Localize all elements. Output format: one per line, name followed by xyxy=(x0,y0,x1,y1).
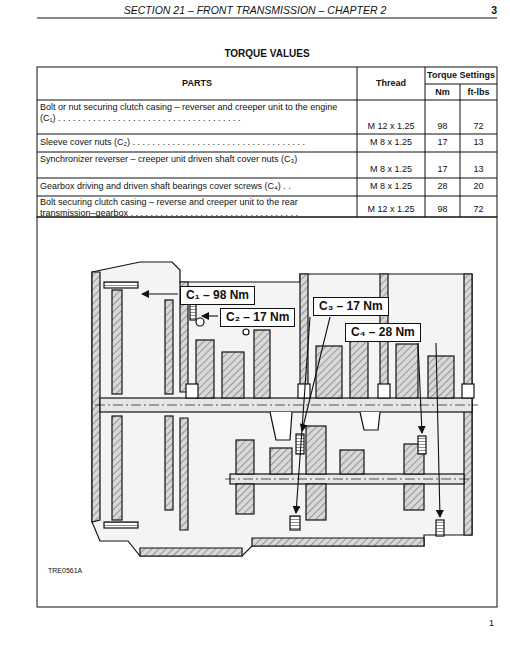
table-cell: Gearbox driving and driven shaft bearing… xyxy=(40,181,354,192)
callout-box: C₃ – 17 Nm xyxy=(313,297,389,316)
figure-frame xyxy=(37,217,497,607)
table-cell: M 8 x 1.25 xyxy=(357,164,425,175)
callout-box: C₂ – 17 Nm xyxy=(220,308,295,327)
table-cell: 13 xyxy=(460,137,497,148)
table-header: PARTS xyxy=(37,78,357,89)
table-cell: M 12 x 1.25 xyxy=(357,204,425,215)
table-cell: 17 xyxy=(425,137,460,148)
callout-box: C₄ – 28 Nm xyxy=(345,323,421,342)
callout-text: C₂ – 17 Nm xyxy=(226,310,289,324)
page-number: 3 xyxy=(475,4,497,17)
table-cell: Bolt securing clutch casing – reverse an… xyxy=(40,197,354,219)
transmission-section xyxy=(92,262,478,556)
table-cell: M 12 x 1.25 xyxy=(357,121,425,132)
header-rule xyxy=(37,18,497,19)
table-cell: M 8 x 1.25 xyxy=(357,137,425,148)
table-header: Nm xyxy=(425,87,460,98)
table-cell: 98 xyxy=(425,121,460,132)
callout-text: C₃ – 17 Nm xyxy=(319,299,383,313)
table-cell: 28 xyxy=(425,181,460,192)
table-cell: 72 xyxy=(460,204,497,215)
leader-lines xyxy=(142,294,440,517)
table-cell: Sleeve cover nuts (C₂) . . . . . . . . .… xyxy=(40,137,354,148)
table-cell: 98 xyxy=(425,204,460,215)
table-header: Thread xyxy=(357,78,425,89)
table-header: Torque Settings xyxy=(425,70,497,81)
table-cell: Synchronizer reverser – creeper unit dri… xyxy=(40,154,354,165)
table-title: TORQUE VALUES xyxy=(37,48,497,60)
table-cell: 13 xyxy=(460,164,497,175)
table-cell: 72 xyxy=(460,121,497,132)
table-header: ft-lbs xyxy=(460,87,497,98)
callout-text: C₁ – 98 Nm xyxy=(186,288,249,302)
figure-code: TRE0561A xyxy=(48,567,128,575)
table-cell: Bolt or nut securing clutch casing – rev… xyxy=(40,102,354,124)
callout-box: C₁ – 98 Nm xyxy=(180,286,255,305)
table-cell: 20 xyxy=(460,181,497,192)
page-number: 1 xyxy=(470,618,494,629)
torque-table xyxy=(37,67,497,217)
page-header: SECTION 21 – FRONT TRANSMISSION – CHAPTE… xyxy=(37,4,473,17)
callout-text: C₄ – 28 Nm xyxy=(351,325,415,339)
table-cell: 17 xyxy=(425,164,460,175)
table-cell: M 8 x 1.25 xyxy=(357,181,425,192)
